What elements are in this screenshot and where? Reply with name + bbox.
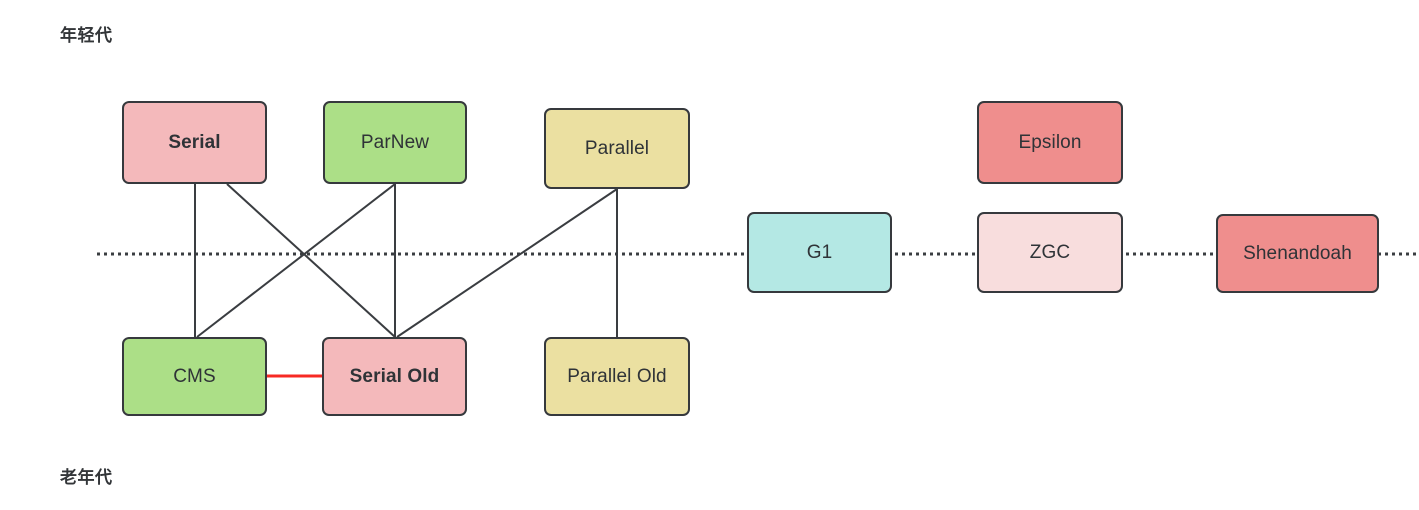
node-label-serial: Serial [168, 132, 221, 153]
node-g1[interactable]: G1 [747, 212, 892, 293]
node-parallel[interactable]: Parallel [544, 108, 690, 189]
node-serial_old[interactable]: Serial Old [322, 337, 467, 416]
node-label-g1: G1 [806, 242, 833, 263]
edge-parnew-cms [196, 183, 396, 338]
young-generation-label: 年轻代 [60, 26, 113, 45]
node-label-shenandoah: Shenandoah [1243, 243, 1352, 264]
node-shenandoah[interactable]: Shenandoah [1216, 214, 1379, 293]
node-epsilon[interactable]: Epsilon [977, 101, 1123, 184]
edge-parallel-serial-old [396, 188, 618, 338]
node-label-cms: CMS [173, 366, 216, 387]
node-label-parallel: Parallel [584, 138, 650, 159]
node-label-parallel_old: Parallel Old [567, 366, 667, 387]
node-cms[interactable]: CMS [122, 337, 267, 416]
node-label-epsilon: Epsilon [1018, 132, 1082, 153]
node-parnew[interactable]: ParNew [323, 101, 467, 184]
node-label-parnew: ParNew [360, 132, 430, 153]
node-label-serial_old: Serial Old [349, 366, 440, 387]
node-serial[interactable]: Serial [122, 101, 267, 184]
node-parallel_old[interactable]: Parallel Old [544, 337, 690, 416]
old-generation-label: 老年代 [60, 468, 113, 487]
node-zgc[interactable]: ZGC [977, 212, 1123, 293]
node-label-zgc: ZGC [1029, 242, 1071, 263]
edge-serial-serial-old [226, 183, 396, 338]
